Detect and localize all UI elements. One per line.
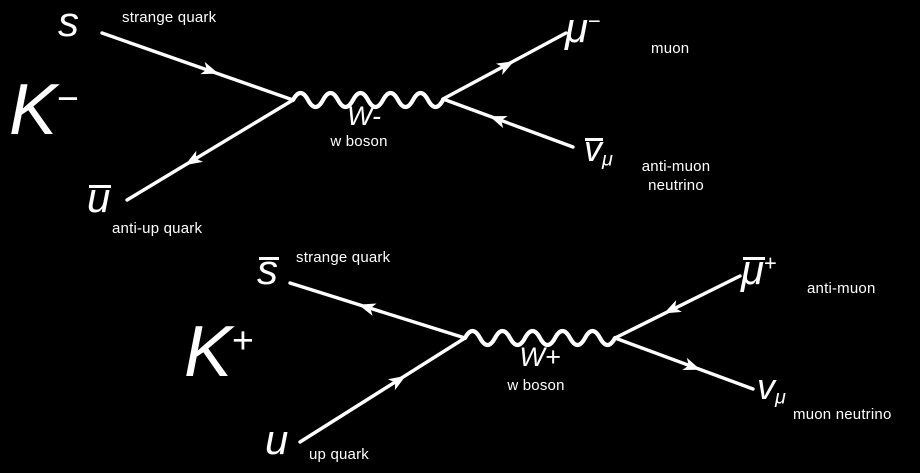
k-minus-antiup-quark-line [125,98,295,202]
k-minus-letter: K [9,70,58,150]
arrowhead-icon [387,375,406,391]
k-minus-antiup-quark-label: anti-up quark [112,220,203,237]
k-minus-strange-quark-label: strange quark [122,9,217,26]
k-plus-antimuon-line [613,274,742,340]
k-minus-antineutrino-symbol: vμ [584,131,613,170]
k-minus-strange-quark-line [100,31,295,102]
antineutrino-label-line1: anti-muon [641,158,711,175]
antimuon-charge: + [764,250,777,276]
arrowhead-icon [663,300,682,314]
k-plus-neutrino-symbol: vμ [757,369,786,408]
arrowhead-icon [489,115,508,129]
k-minus-symbol: K− [9,74,79,146]
muon-letter: μ [565,4,589,51]
antineutrino-label-line2: neutrino [648,176,704,194]
antiup-letter: u [87,174,112,221]
k-minus-charge: − [57,76,79,119]
k-minus-w-boson-wave [290,90,446,110]
k-plus-up-quark-line [298,336,467,444]
arrowhead-icon [682,357,701,370]
neutrino-letter: v [757,366,775,407]
k-plus-antistrange-quark-symbol: s [257,246,279,293]
arrowhead-icon [200,61,219,75]
k-plus-antistrange-quark-line [288,281,467,340]
k-minus-muon-symbol: μ− [565,7,601,49]
k-plus-antimuon-symbol: μ+ [741,249,777,291]
antineutrino-letter: v [584,128,603,169]
k-minus-antineutrino-line [441,97,575,149]
k-plus-up-quark-symbol: u [265,416,289,463]
neutrino-subscript: μ [775,386,786,409]
k-minus-strange-quark-symbol: s [58,0,79,45]
k-plus-symbol: K+ [184,316,254,388]
k-minus-muon-label: muon [651,40,690,57]
arrowhead-icon [185,150,204,166]
arrowhead-icon [495,61,515,76]
k-minus-w-boson-symbol: W- [347,101,381,131]
k-plus-w-boson-wave [462,328,618,348]
k-plus-letter: K [184,312,233,392]
k-plus-w-boson-label: w boson [507,377,565,394]
k-minus-antiup-quark-symbol: u [87,174,112,221]
arrowhead-icon [358,303,377,316]
k-plus-charge: + [232,318,254,361]
k-plus-antimuon-label: anti-muon [807,280,876,297]
antistrange-letter: s [257,246,279,293]
antineutrino-subscript: μ [602,148,613,171]
k-minus-w-boson-label: w boson [330,133,388,150]
k-plus-strange-quark-label: strange quark [296,249,391,266]
k-plus-neutrino-label: muon neutrino [793,406,892,423]
muon-charge: − [588,8,601,34]
antimuon-letter: μ [741,246,765,293]
k-plus-up-quark-label: up quark [309,446,369,463]
k-plus-neutrino-line [613,336,755,391]
k-plus-w-boson-symbol: W+ [519,342,561,372]
